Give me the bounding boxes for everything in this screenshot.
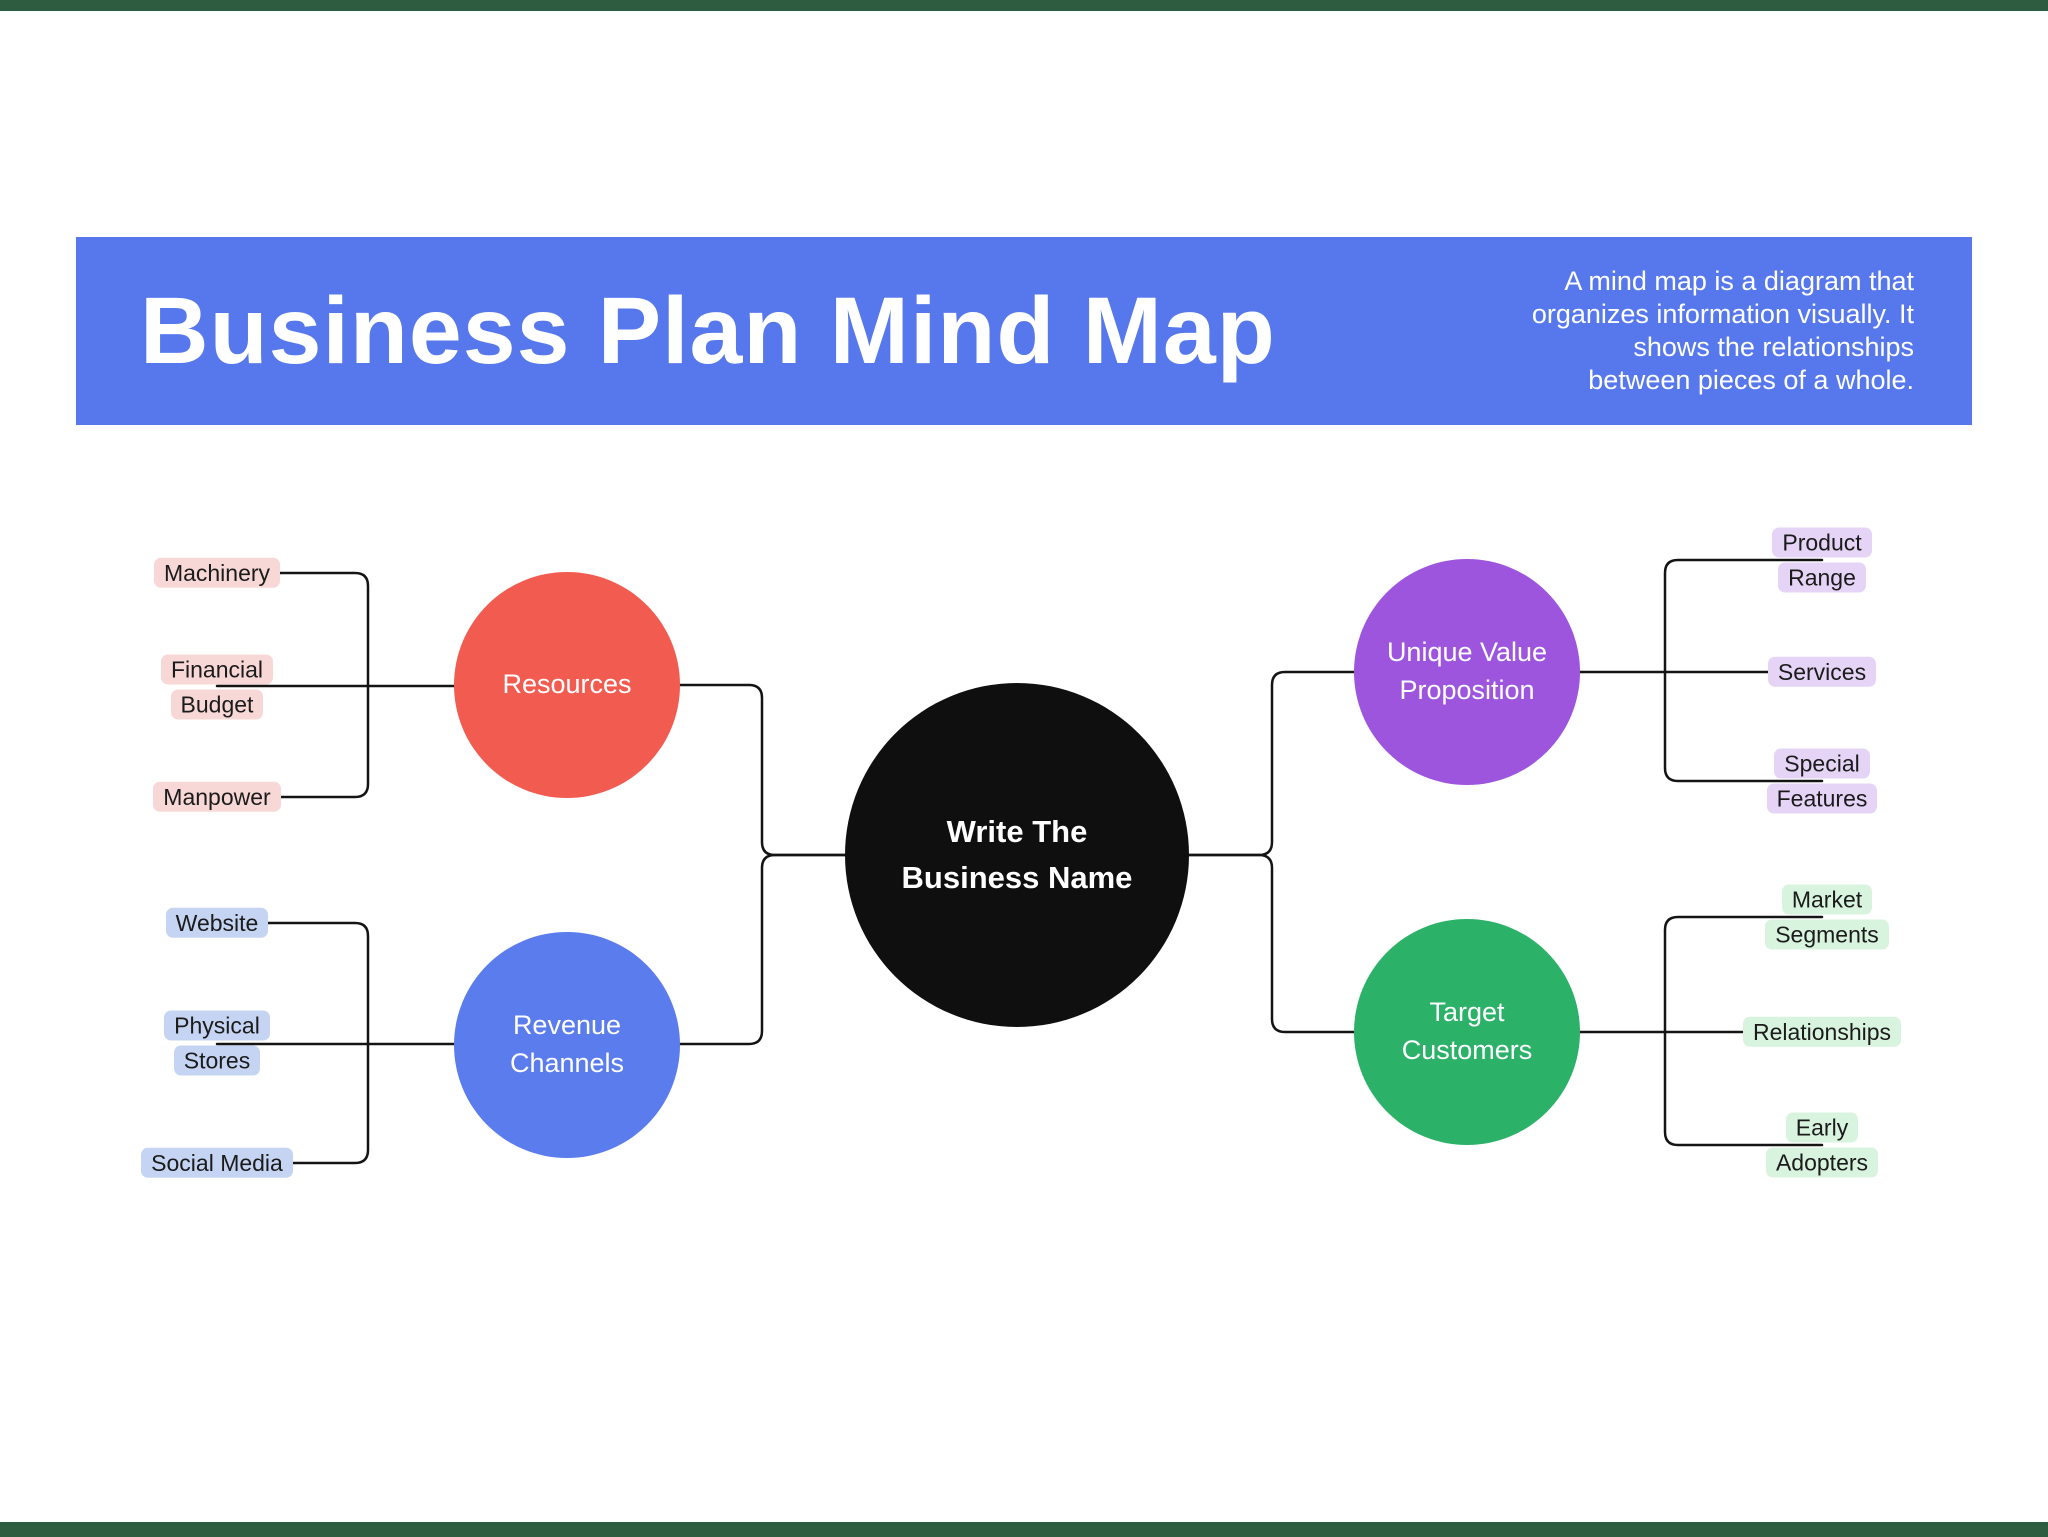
leaf-label-early-adopters: Early Adopters — [1765, 1112, 1879, 1177]
branch-node-revenue-channels: Revenue Channels — [454, 932, 680, 1158]
leaf-website: Website — [122, 906, 312, 941]
leaf-services: Services — [1727, 655, 1917, 690]
leaf-machinery: Machinery — [122, 556, 312, 591]
leaf-label-machinery: Machinery — [153, 557, 281, 588]
bottom-border-strip — [0, 1522, 2048, 1537]
leaf-physical-stores: Physical Stores — [122, 1009, 312, 1078]
top-border-strip — [0, 0, 2048, 11]
branch-label-resources: Resources — [502, 669, 632, 700]
leaf-relationships: Relationships — [1727, 1015, 1917, 1050]
leaf-label-services: Services — [1767, 656, 1877, 687]
center-node-label: Write The Business Name — [901, 813, 1133, 896]
leaf-label-special-features: Special Features — [1766, 748, 1878, 813]
leaf-label-physical-stores: Physical Stores — [164, 1010, 270, 1075]
leaf-product-range: Product Range — [1727, 526, 1917, 595]
leaf-manpower: Manpower — [122, 780, 312, 815]
leaf-social-media: Social Media — [122, 1146, 312, 1181]
leaf-label-product-range: Product Range — [1772, 527, 1872, 592]
page-title: Business Plan Mind Map — [140, 277, 1276, 384]
leaf-label-website: Website — [165, 907, 269, 938]
leaf-label-market-segments: Market Segments — [1765, 884, 1889, 949]
leaf-market-segments: Market Segments — [1732, 883, 1922, 952]
connector-uvp-spine — [1663, 558, 1824, 783]
connector-center-uvp — [1015, 670, 1469, 857]
header-banner: Business Plan Mind Map A mind map is a d… — [76, 237, 1972, 425]
leaf-early-adopters: Early Adopters — [1727, 1111, 1917, 1180]
leaf-label-financial-budget: Financial Budget — [160, 654, 274, 719]
branch-label-revenue-channels: Revenue Channels — [509, 1010, 625, 1078]
header-description: A mind map is a diagram that organizes i… — [1531, 266, 1914, 395]
connector-center-revenue — [565, 853, 1019, 1046]
branch-label-target-customers: Target Customers — [1401, 997, 1533, 1065]
leaf-label-social-media: Social Media — [141, 1147, 293, 1178]
branch-node-target-customers: Target Customers — [1354, 919, 1580, 1145]
leaf-special-features: Special Features — [1727, 747, 1917, 816]
branch-node-unique-value-proposition: Unique Value Proposition — [1354, 559, 1580, 785]
leaf-financial-budget: Financial Budget — [122, 653, 312, 722]
branch-label-unique-value-proposition: Unique Value Proposition — [1386, 637, 1548, 705]
leaf-label-relationships: Relationships — [1742, 1016, 1902, 1047]
branch-node-resources: Resources — [454, 572, 680, 798]
connector-center-target — [1015, 853, 1469, 1034]
leaf-label-manpower: Manpower — [153, 781, 281, 812]
center-node: Write The Business Name — [845, 683, 1189, 1027]
connector-center-resources — [565, 683, 1019, 857]
